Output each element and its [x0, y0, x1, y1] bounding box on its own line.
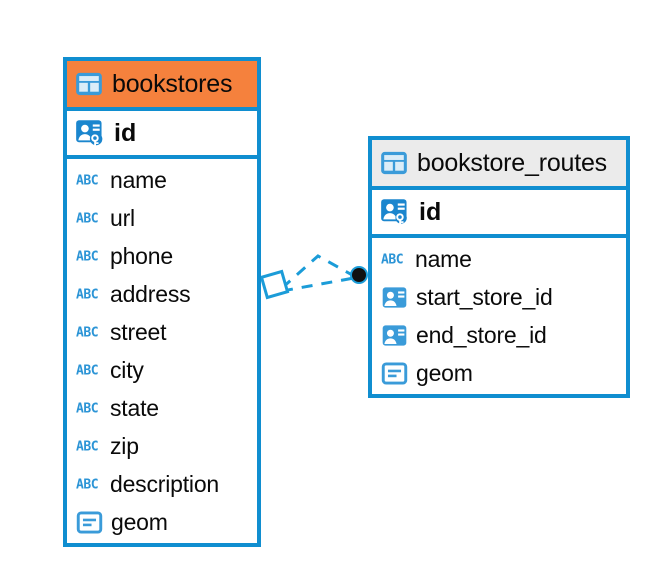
field-row-geom[interactable]: geom	[67, 503, 257, 541]
svg-text:ABC: ABC	[76, 287, 98, 302]
svg-text:ABC: ABC	[76, 325, 98, 340]
abc-text-icon: ABC	[381, 246, 407, 272]
field-row-name[interactable]: ABC name	[372, 240, 626, 278]
primary-key-label-bookstores: id	[114, 118, 137, 147]
entity-title-bookstores: bookstores	[112, 69, 233, 98]
svg-text:ABC: ABC	[76, 249, 98, 264]
field-row-url[interactable]: ABC url	[67, 199, 257, 237]
field-label-phone: phone	[110, 242, 173, 269]
field-row-city[interactable]: ABC city	[67, 351, 257, 389]
abc-text-icon: ABC	[76, 395, 102, 421]
abc-text-icon: ABC	[76, 319, 102, 345]
field-row-name[interactable]: ABC name	[67, 161, 257, 199]
field-label-geom: geom	[416, 359, 473, 386]
field-label-address: address	[110, 280, 191, 307]
entity-header-bookstore-routes: bookstore_routes	[372, 140, 626, 190]
geometry-icon	[76, 509, 103, 536]
entity-title-bookstore-routes: bookstore_routes	[417, 148, 607, 177]
svg-text:ABC: ABC	[76, 363, 98, 378]
entity-table-bookstore-routes[interactable]: bookstore_routes id	[368, 136, 630, 398]
field-label-zip: zip	[110, 432, 139, 459]
svg-text:ABC: ABC	[381, 252, 403, 267]
relationship-line-upper	[281, 254, 355, 290]
svg-text:ABC: ABC	[76, 439, 98, 454]
foreign-key-icon	[381, 322, 408, 349]
svg-text:ABC: ABC	[76, 401, 98, 416]
entity-table-bookstores[interactable]: bookstores	[63, 57, 261, 547]
field-row-state[interactable]: ABC state	[67, 389, 257, 427]
circle-endpoint-icon	[350, 266, 368, 284]
abc-text-icon: ABC	[76, 433, 102, 459]
field-row-zip[interactable]: ABC zip	[67, 427, 257, 465]
diamond-endpoint-icon	[259, 269, 290, 300]
field-list-bookstores: ABC name ABC url ABC p	[67, 159, 257, 541]
field-label-state: state	[110, 394, 159, 421]
abc-text-icon: ABC	[76, 167, 102, 193]
field-label-city: city	[110, 356, 144, 383]
svg-text:ABC: ABC	[76, 477, 98, 492]
field-label-geom: geom	[111, 508, 168, 535]
field-label-start-store-id: start_store_id	[416, 283, 553, 310]
field-label-url: url	[110, 204, 135, 231]
field-row-address[interactable]: ABC address	[67, 275, 257, 313]
field-row-geom[interactable]: geom	[372, 354, 626, 392]
foreign-key-icon	[381, 284, 408, 311]
abc-text-icon: ABC	[76, 471, 102, 497]
primary-key-row-bookstore-routes[interactable]: id	[372, 190, 626, 238]
field-row-start-store-id[interactable]: start_store_id	[372, 278, 626, 316]
geometry-icon	[381, 360, 408, 387]
primary-key-icon	[75, 118, 105, 148]
field-label-name: name	[110, 166, 167, 193]
primary-key-label-bookstore-routes: id	[419, 197, 442, 226]
field-label-name: name	[415, 245, 472, 272]
entity-header-bookstores: bookstores	[67, 61, 257, 111]
field-row-description[interactable]: ABC description	[67, 465, 257, 503]
abc-text-icon: ABC	[76, 281, 102, 307]
abc-text-icon: ABC	[76, 243, 102, 269]
field-row-street[interactable]: ABC street	[67, 313, 257, 351]
primary-key-icon	[380, 197, 410, 227]
table-icon	[75, 70, 103, 98]
field-row-phone[interactable]: ABC phone	[67, 237, 257, 275]
field-label-description: description	[110, 470, 220, 497]
field-label-street: street	[110, 318, 167, 345]
field-label-end-store-id: end_store_id	[416, 321, 547, 348]
abc-text-icon: ABC	[76, 357, 102, 383]
svg-text:ABC: ABC	[76, 173, 98, 188]
primary-key-row-bookstores[interactable]: id	[67, 111, 257, 159]
field-list-bookstore-routes: ABC name start_store_id	[372, 238, 626, 392]
field-row-end-store-id[interactable]: end_store_id	[372, 316, 626, 354]
abc-text-icon: ABC	[76, 205, 102, 231]
relationship-line-lower	[281, 276, 355, 293]
table-icon	[380, 149, 408, 177]
svg-text:ABC: ABC	[76, 211, 98, 226]
